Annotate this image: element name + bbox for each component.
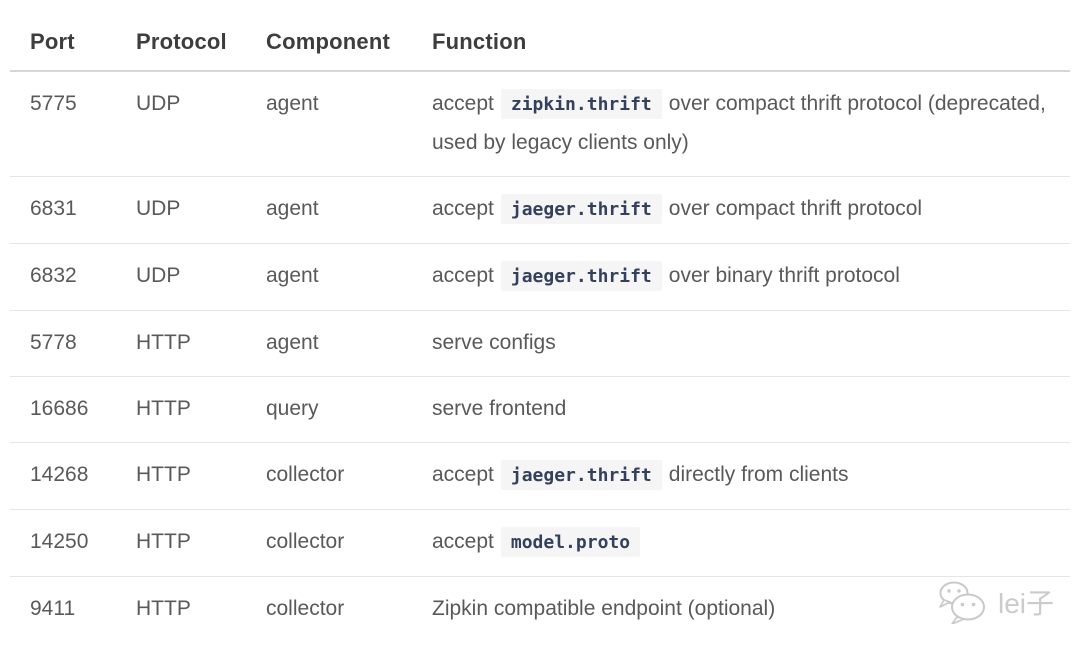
component-cell: collector [266,509,432,577]
watermark-label: lei子 [997,588,1054,619]
column-header-protocol: Protocol [136,12,266,72]
inline-code: jaeger.thrift [500,194,662,224]
component-cell: query [266,376,432,443]
port-cell: 14250 [10,509,136,577]
protocol-cell: UDP [136,243,266,311]
watermark: lei子 [935,580,1054,624]
wechat-icon [939,581,985,624]
table-row: 9411 HTTP collector Zipkin compatible endpo… [10,577,1070,643]
function-cell: Zipkin compatible endpoint (optional) [432,597,776,620]
component-cell: agent [266,71,432,177]
protocol-cell: HTTP [136,509,266,577]
column-header-component: Component [266,12,432,72]
component-cell: collector [266,597,345,620]
inline-code: jaeger.thrift [500,261,662,291]
component-cell: agent [266,310,432,377]
protocol-cell: HTTP [136,597,191,620]
port-cell: 9411 [30,597,76,620]
inline-code: model.proto [500,527,641,557]
component-cell: agent [266,176,432,244]
function-cell: serve configs [432,310,1070,377]
protocol-cell: UDP [136,176,266,244]
port-cell: 6832 [10,243,136,311]
column-header-port: Port [10,12,136,72]
protocol-cell: HTTP [136,310,266,377]
component-cell: agent [266,243,432,311]
component-cell: collector [266,442,432,510]
function-cell: serve frontend [432,376,1070,443]
protocol-cell: UDP [136,71,266,177]
inline-code: zipkin.thrift [500,89,662,119]
protocol-cell: HTTP [136,376,266,443]
column-header-function: Function [432,12,1070,72]
inline-code: jaeger.thrift [500,460,662,490]
port-cell: 14268 [10,442,136,510]
protocol-cell: HTTP [136,442,266,510]
port-cell: 16686 [10,376,136,443]
table-header-row: Port Protocol Component Function [10,12,1070,72]
port-cell: 6831 [10,176,136,244]
port-cell: 5775 [10,71,136,177]
port-cell: 5778 [10,310,136,377]
